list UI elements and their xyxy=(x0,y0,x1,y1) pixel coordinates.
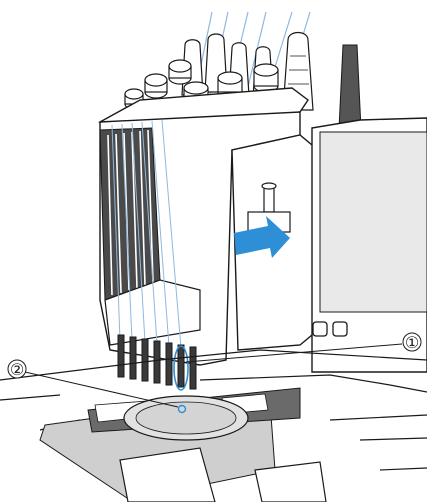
thread-lines-case xyxy=(111,119,182,349)
needle-bars xyxy=(117,334,197,390)
callout-2-label: ② xyxy=(10,360,24,379)
direction-arrow-icon xyxy=(234,216,290,258)
callout-1-label: ① xyxy=(405,333,419,352)
highlighted-needle xyxy=(173,345,189,391)
needle-drop-point xyxy=(177,404,187,414)
panel-button-1 xyxy=(312,321,328,337)
thread-cone-rack-top xyxy=(181,33,274,99)
callout-2: ② xyxy=(7,359,179,408)
hoop-carriage xyxy=(119,447,327,502)
panel-button-2 xyxy=(332,321,348,337)
embroidery-hoop xyxy=(39,387,301,501)
callout-1: ① xyxy=(185,332,422,363)
control-panel xyxy=(311,117,427,373)
